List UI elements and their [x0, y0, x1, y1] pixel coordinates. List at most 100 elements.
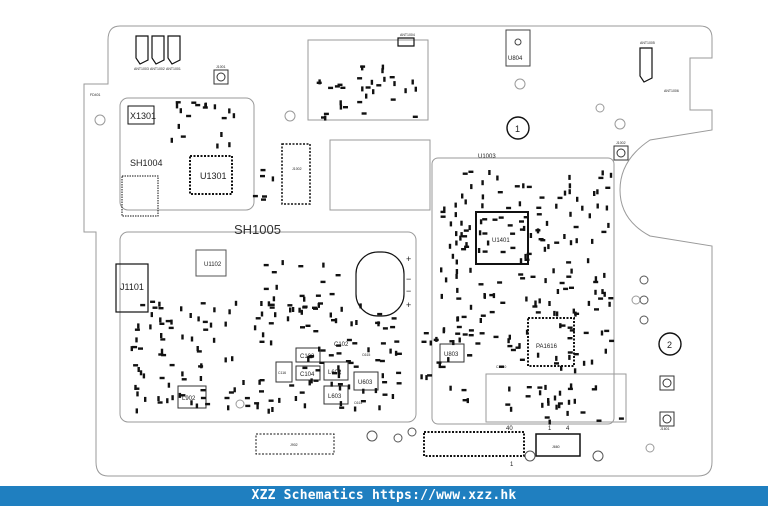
smd-pad: [224, 357, 227, 363]
smd-pad: [427, 374, 433, 377]
smd-pad: [603, 272, 606, 278]
smd-pad: [455, 231, 458, 237]
smd-pad: [267, 301, 271, 307]
shield-sh1004: [119, 97, 255, 211]
label-j660-4: 4: [566, 426, 570, 432]
smd-pad: [608, 301, 611, 307]
smd-pad: [374, 388, 378, 394]
smd-pad: [587, 300, 591, 306]
smd-pad: [525, 296, 528, 302]
smd-pad: [475, 342, 481, 345]
smd-pad: [497, 281, 503, 284]
smd-pad: [556, 289, 560, 294]
smd-pad: [555, 404, 558, 410]
smd-pad: [169, 363, 175, 367]
smd-pad: [281, 260, 284, 266]
smd-pad: [463, 229, 469, 232]
smd-pad: [548, 301, 551, 306]
label-c102: C102: [334, 342, 349, 348]
smd-pad: [508, 386, 511, 392]
smd-pad: [482, 218, 488, 221]
label-circle1: 1: [515, 124, 520, 134]
label-fd401: FD401: [90, 93, 101, 97]
smd-pad: [461, 248, 467, 251]
smd-pad: [524, 258, 530, 261]
smd-pad: [165, 319, 171, 323]
smd-pad: [332, 372, 337, 375]
smd-pad: [271, 407, 274, 412]
smd-pad: [464, 199, 467, 205]
label-ant1003: ANT1003: [134, 67, 149, 71]
smd-pad: [438, 363, 441, 369]
smd-pad: [200, 302, 206, 305]
smd-pad: [390, 325, 396, 329]
smd-pad: [481, 203, 484, 209]
smd-pad: [483, 293, 486, 299]
smd-pad: [569, 240, 573, 246]
smd-pad: [594, 308, 599, 311]
smd-pad: [382, 393, 388, 396]
smd-pad: [348, 361, 354, 365]
smd-pad: [159, 376, 165, 380]
smd-pad: [167, 382, 171, 388]
mount-hole: [94, 114, 106, 126]
smd-pad: [361, 65, 364, 71]
smd-pad: [582, 360, 586, 366]
smd-pad: [523, 216, 529, 219]
rf-connectors: [213, 69, 675, 427]
smd-pad: [581, 205, 584, 211]
smd-pad: [170, 319, 173, 325]
smd-pad: [157, 401, 163, 404]
smd-pad: [594, 289, 597, 295]
smd-pad: [449, 385, 452, 391]
smd-pad: [134, 328, 140, 331]
smd-pad: [195, 103, 201, 107]
smd-pad: [500, 250, 506, 254]
smd-pad: [444, 277, 448, 283]
l902-box: [177, 385, 207, 409]
j902-connector: [255, 433, 335, 455]
smd-pad: [202, 320, 208, 324]
smd-pad: [590, 359, 594, 365]
smd-pad: [510, 246, 516, 250]
smd-pad: [506, 206, 512, 210]
smd-pad: [220, 132, 223, 137]
label-j1101: J1101: [120, 282, 144, 292]
smd-pad: [382, 381, 388, 384]
smd-pad: [442, 328, 445, 334]
mount-hole: [614, 118, 626, 130]
smd-pad: [607, 222, 610, 228]
smd-pad: [609, 172, 613, 178]
smd-pad: [376, 84, 382, 87]
smd-pad: [234, 300, 238, 306]
label-u1003: U1003: [478, 154, 496, 160]
smd-pad: [529, 233, 533, 238]
smd-pad: [135, 337, 138, 343]
smd-pad: [259, 390, 264, 393]
smd-pad: [412, 115, 418, 118]
smd-pad: [298, 265, 304, 268]
smd-pad: [478, 230, 482, 236]
smd-pad: [260, 168, 266, 172]
smd-pad: [605, 186, 611, 189]
smd-pad: [593, 191, 596, 196]
smd-pad: [594, 385, 598, 391]
smd-pad: [339, 104, 343, 110]
label-sh1004: SH1004: [130, 158, 163, 168]
smd-pad: [481, 180, 484, 186]
smd-pad: [212, 337, 216, 343]
smd-pad: [458, 337, 461, 343]
smd-pad: [180, 394, 186, 397]
cutout-center: [329, 139, 431, 211]
smd-pad: [572, 308, 575, 314]
smd-pad: [130, 346, 133, 352]
smd-pad: [190, 400, 193, 406]
smd-pad: [460, 232, 463, 238]
smd-pad: [390, 98, 396, 101]
smd-pad: [553, 395, 557, 401]
smd-pad: [420, 374, 423, 380]
mount-hole: [284, 110, 296, 122]
label-circle2: 2: [667, 340, 672, 350]
smd-pad: [313, 307, 318, 310]
label-c116: C116: [278, 371, 286, 375]
